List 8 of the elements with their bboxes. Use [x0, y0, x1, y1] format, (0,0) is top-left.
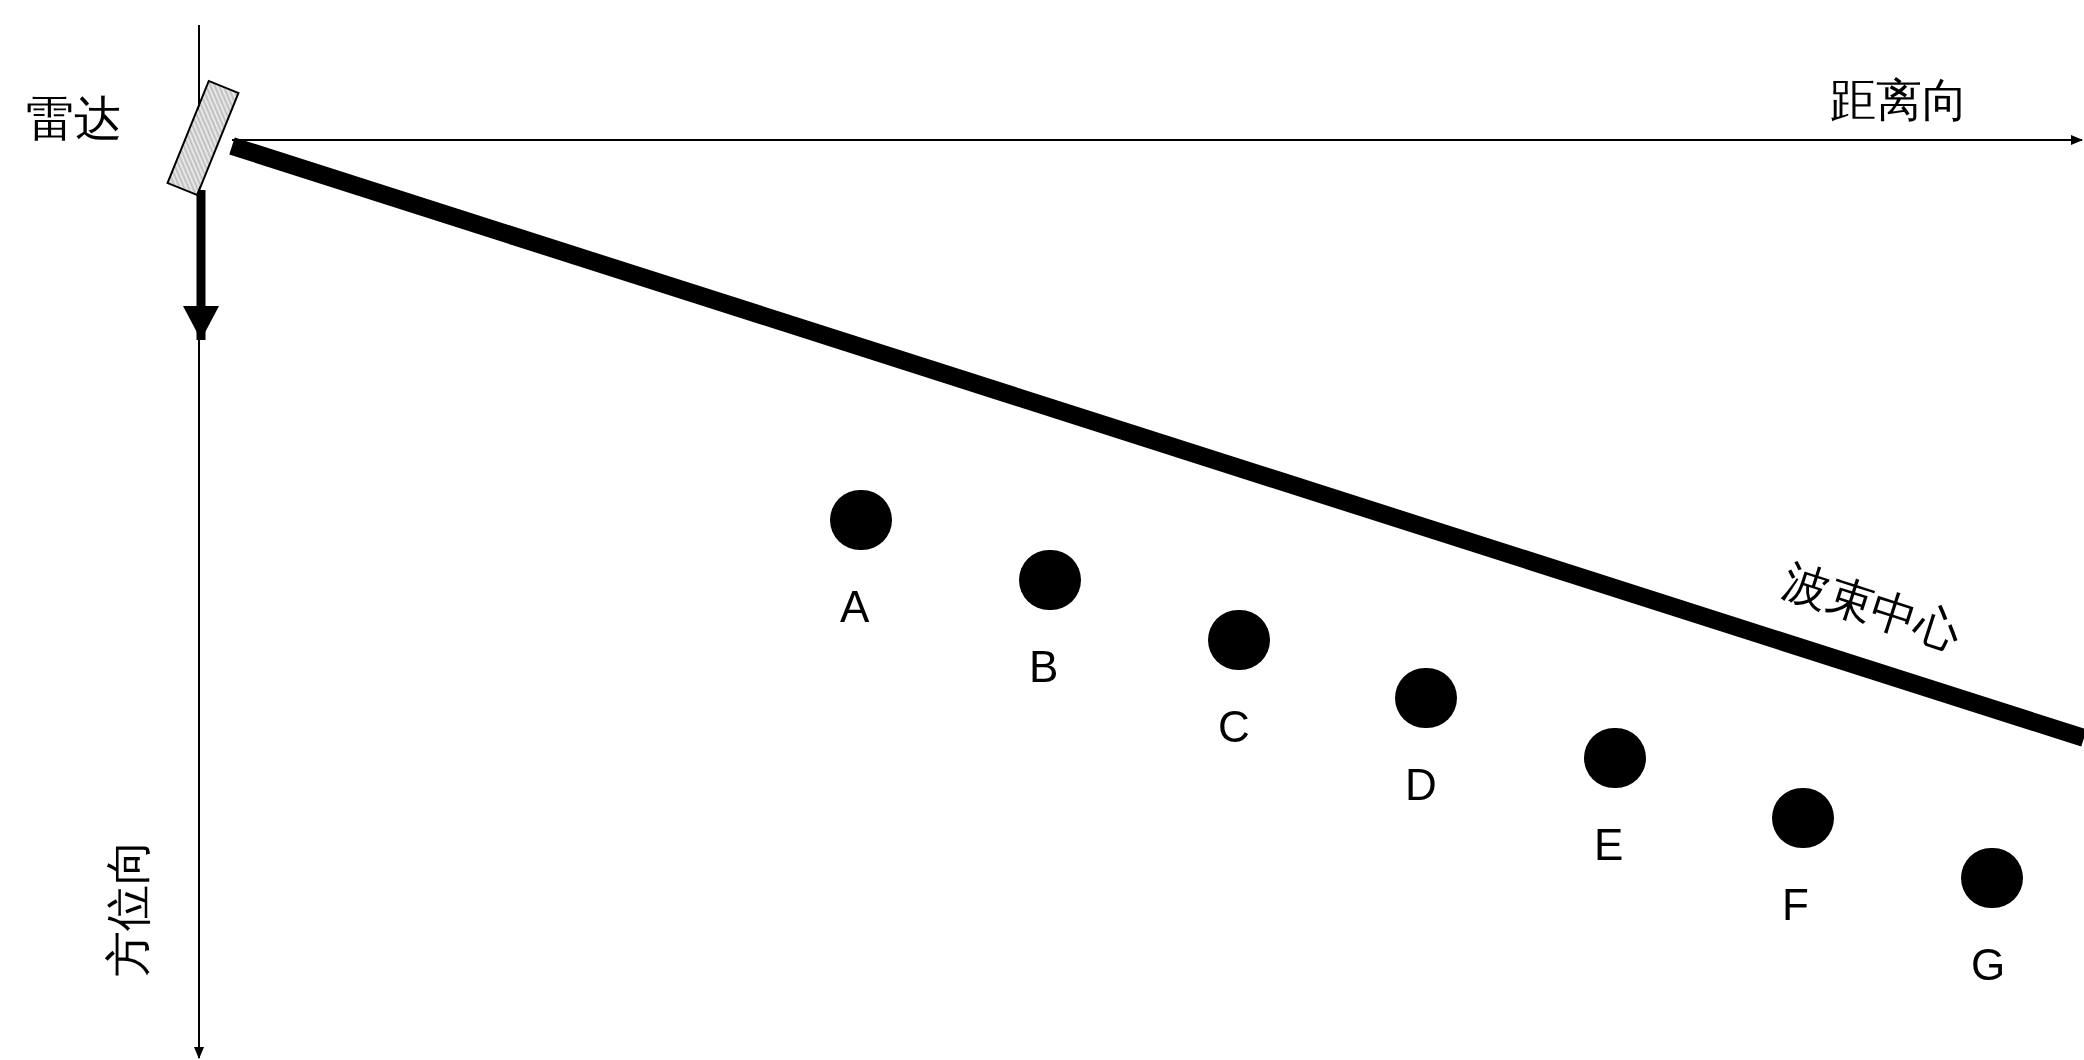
point-label: C	[1218, 705, 1250, 749]
point-label: B	[1029, 645, 1059, 689]
point-label: D	[1405, 763, 1437, 807]
point-label: F	[1782, 883, 1809, 927]
point-label: A	[840, 585, 870, 629]
point-label: E	[1594, 823, 1624, 867]
radar-label: 雷达	[26, 95, 122, 143]
point-label: G	[1971, 943, 2006, 987]
